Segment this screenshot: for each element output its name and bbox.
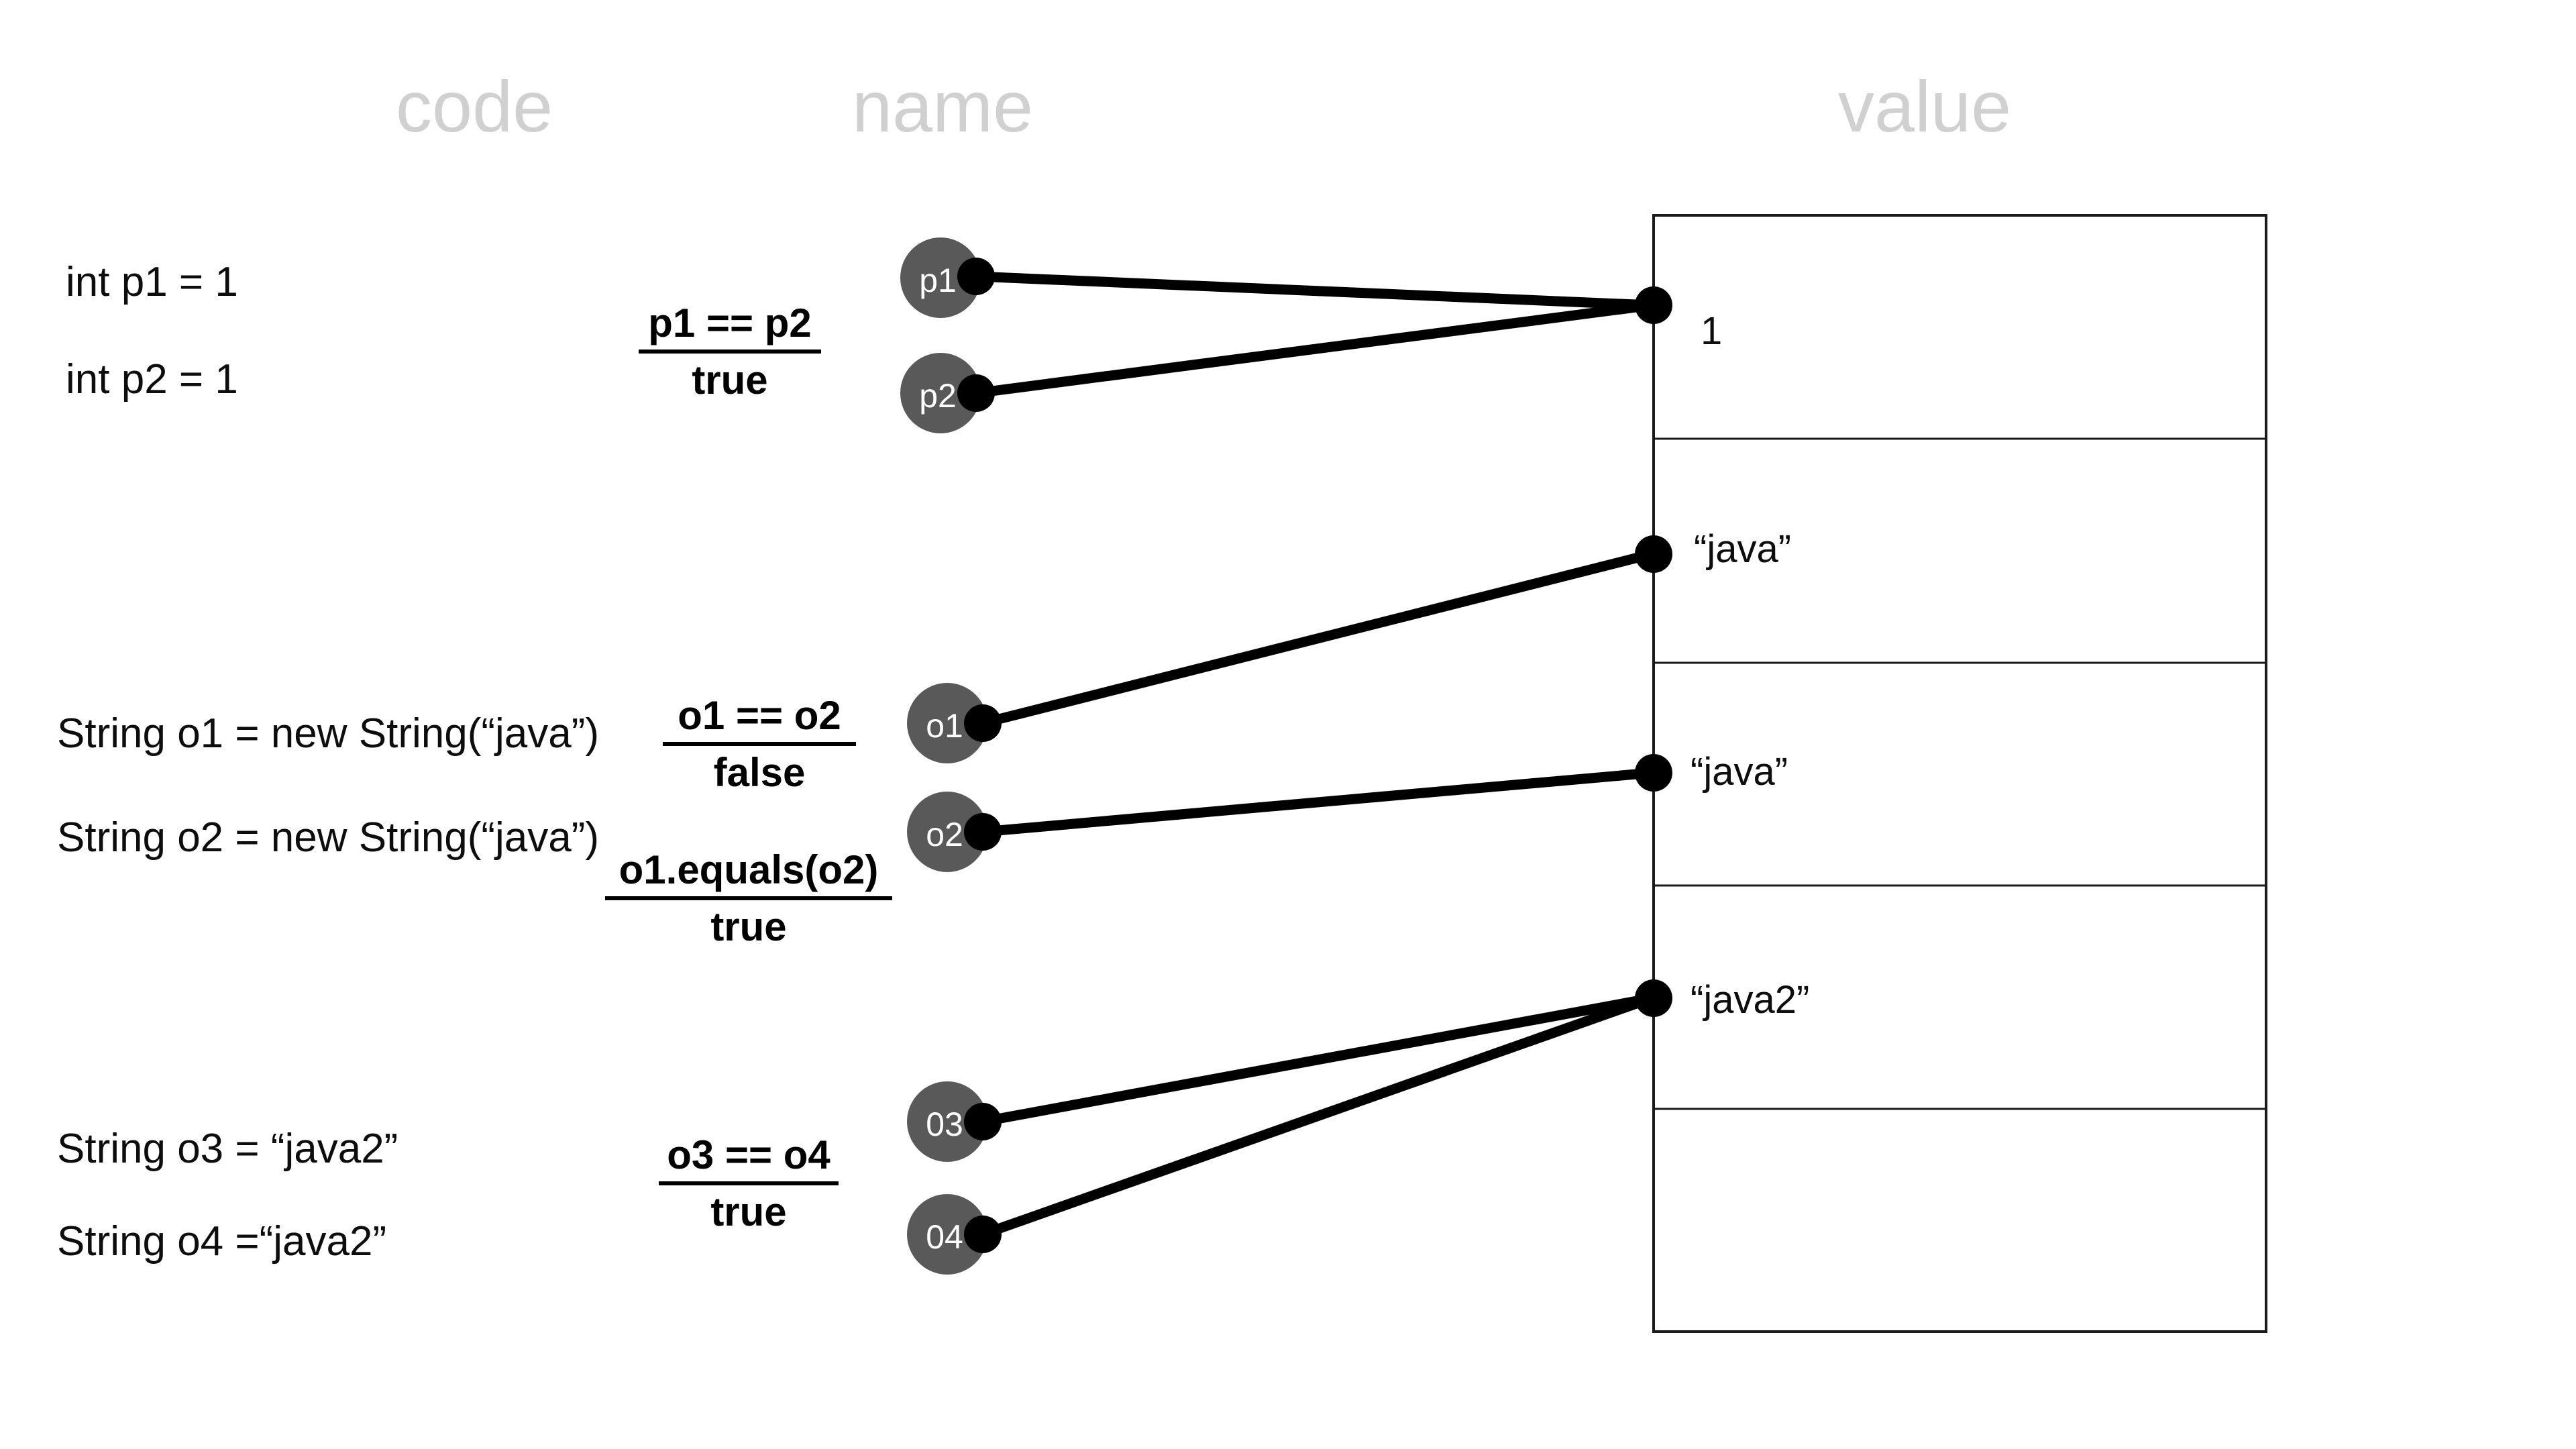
expression-o1-eq-o2: o1 == o2 false: [663, 694, 856, 795]
node-circle: [907, 1081, 987, 1162]
node-o3[interactable]: 03: [907, 1081, 1002, 1162]
code-line-o3: String o3 = “java2”: [57, 1126, 398, 1172]
node-o2[interactable]: o2: [907, 792, 1002, 872]
code-line-p1: int p1 = 1: [66, 259, 238, 305]
link-o1-to-value-java-a: [977, 549, 1657, 729]
expression-o1-equals-o2: o1.equals(o2) true: [605, 847, 892, 949]
value-anchor-dot-3: [1635, 754, 1672, 792]
link-p1-to-value-1: [971, 271, 1657, 311]
node-label: o1: [926, 707, 963, 745]
column-heading-code: code: [396, 66, 553, 147]
code-line-o4: String o4 =“java2”: [57, 1218, 387, 1265]
node-label: 03: [926, 1106, 963, 1143]
fraction-bar: [639, 349, 821, 354]
expression-result: false: [713, 749, 806, 795]
anchor-dot: [964, 1103, 1002, 1140]
expression-numerator: p1 == p2: [648, 301, 812, 345]
value-cell-int-1: 1: [1701, 309, 1723, 353]
anchor-dot: [957, 374, 995, 412]
code-line-o2: String o2 = new String(“java”): [57, 814, 600, 861]
expression-numerator: o1.equals(o2): [619, 847, 879, 892]
node-label: p1: [919, 262, 957, 299]
link-o4-to-value-java2: [977, 993, 1657, 1240]
value-anchor-dot-4: [1635, 979, 1672, 1017]
fraction-bar: [663, 741, 856, 746]
anchor-dot: [964, 813, 1002, 851]
node-circle: [900, 237, 981, 318]
node-o4[interactable]: 04: [907, 1194, 1002, 1275]
expression-result: true: [692, 357, 768, 402]
link-group: [971, 271, 1657, 1240]
node-p2[interactable]: p2: [900, 353, 995, 433]
value-anchor-group: [1635, 286, 1672, 1017]
node-circle: [907, 792, 987, 872]
fraction-bar: [605, 896, 892, 900]
link-o3-to-value-java2: [977, 993, 1657, 1127]
expression-numerator: o3 == o4: [667, 1132, 830, 1177]
node-label: p2: [919, 377, 957, 415]
value-cell-java2: “java2”: [1690, 978, 1810, 1022]
node-o1[interactable]: o1: [907, 683, 1002, 763]
node-circle: [907, 1194, 987, 1275]
column-heading-value: value: [1838, 66, 2012, 147]
expression-numerator: o1 == o2: [678, 693, 841, 738]
fraction-bar: [659, 1181, 839, 1185]
anchor-dot: [957, 258, 995, 295]
column-heading-name: name: [852, 66, 1034, 147]
expression-p1-eq-p2: p1 == p2 true: [639, 301, 821, 402]
value-anchor-dot-2: [1635, 535, 1672, 573]
node-circle: [900, 353, 981, 433]
anchor-dot: [964, 1216, 1002, 1253]
code-line-o1: String o1 = new String(“java”): [57, 710, 600, 757]
value-cell-java-a: “java”: [1694, 527, 1792, 571]
link-o2-to-value-java-b: [977, 767, 1657, 837]
code-line-p2: int p2 = 1: [66, 356, 238, 402]
expression-result: true: [710, 1189, 787, 1234]
value-anchor-dot-1: [1635, 286, 1672, 324]
node-label: o2: [926, 816, 963, 853]
anchor-dot: [964, 704, 1002, 742]
node-circle: [907, 683, 987, 763]
expression-o3-eq-o4: o3 == o4 true: [659, 1132, 839, 1234]
value-cell-java-b: “java”: [1690, 750, 1788, 794]
expression-result: true: [710, 904, 787, 949]
node-p1[interactable]: p1: [900, 237, 995, 318]
link-p2-to-value-1: [971, 300, 1657, 398]
node-label: 04: [926, 1218, 963, 1256]
